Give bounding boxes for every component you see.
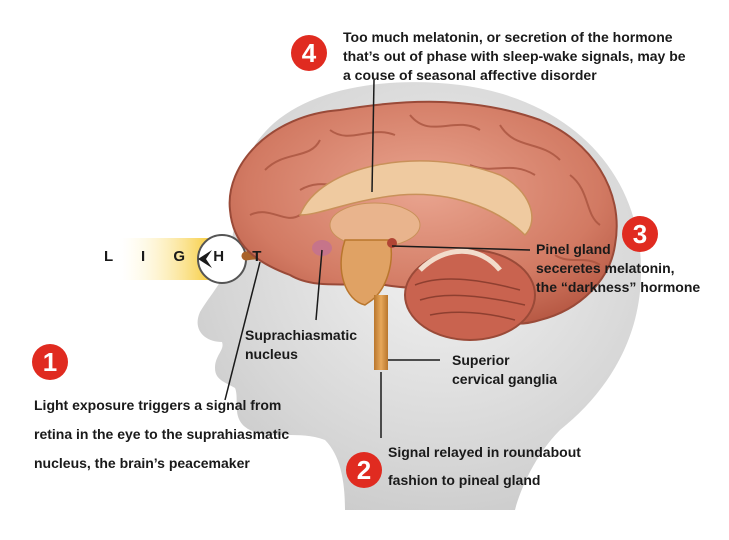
step-4-badge: 4 — [291, 35, 327, 71]
scn-line: Suprachiasmatic — [245, 327, 358, 343]
step-1-text: Light exposure triggers a signal from re… — [34, 391, 289, 478]
step-4-line: Too much melatonin, or secretion of the … — [343, 29, 673, 45]
step-4-line: a couse of seasonal affective disorder — [343, 66, 597, 83]
step-2-badge: 2 — [346, 452, 382, 488]
scg-line: Superior — [452, 352, 510, 368]
step-1-line: retina in the eye to the suprahiasmatic — [34, 426, 290, 442]
step-1-line: Light exposure triggers a signal from — [34, 397, 282, 413]
step-3-text: Pinel gland seceretes melatonin, the “da… — [536, 240, 700, 297]
corpus-callosum — [298, 160, 533, 237]
step-2-line: Signal relayed in roundabout — [388, 444, 581, 460]
step-3-line: the “darkness” hormone — [536, 278, 701, 295]
spinal-cord — [374, 295, 388, 370]
step-3-badge: 3 — [622, 216, 658, 252]
step-4-line: that’s out of phase with sleep-wake sign… — [343, 47, 686, 64]
step-2-text: Signal relayed in roundabout fashion to … — [388, 438, 581, 494]
scn-label: Suprachiasmatic nucleus — [245, 326, 357, 364]
step-1-line: nucleus, the brain’s peacemaker — [34, 455, 250, 471]
step-3-line: seceretes melatonin, — [536, 259, 675, 276]
scg-label: Superior cervical ganglia — [452, 351, 557, 389]
step-2-line: fashion to pineal gland — [388, 472, 541, 488]
step-3-line: Pinel gland — [536, 241, 611, 257]
step-4-text: Too much melatonin, or secretion of the … — [343, 28, 686, 85]
light-label: L I G H T — [104, 248, 274, 265]
scg-line: cervical ganglia — [452, 370, 558, 387]
scn-line: nucleus — [245, 345, 298, 362]
brainstem — [340, 239, 392, 306]
step-1-badge: 1 — [32, 344, 68, 380]
